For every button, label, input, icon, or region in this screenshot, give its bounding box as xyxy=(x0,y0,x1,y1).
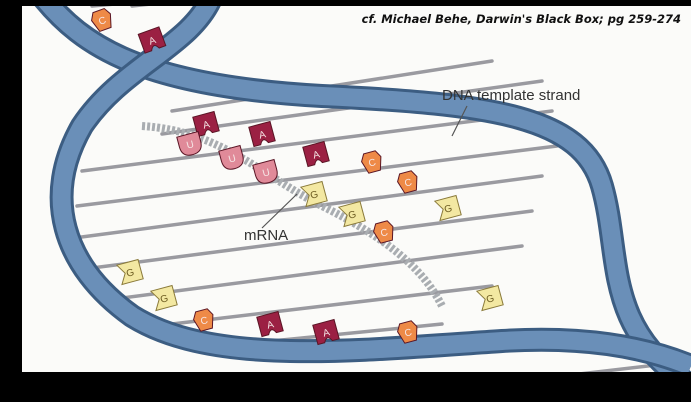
base-guanine: G xyxy=(301,181,327,206)
rung xyxy=(92,211,532,268)
base-adenine: A xyxy=(257,311,283,336)
base-uracil: U xyxy=(177,131,204,157)
mrna-label: mRNA xyxy=(244,227,288,244)
base-guanine: G xyxy=(477,285,503,310)
base-adenine: A xyxy=(249,121,275,146)
rung xyxy=(172,286,492,324)
base-guanine: G xyxy=(435,195,461,220)
base-adenine: A xyxy=(303,141,329,166)
base-uracil: U xyxy=(219,145,246,171)
base-guanine: G xyxy=(151,285,177,310)
base-cytosine: C xyxy=(396,170,420,194)
dna-template-strand-label: DNA template strand xyxy=(442,87,580,104)
citation: cf. Michael Behe, Darwin's Black Box; pg… xyxy=(362,12,681,26)
